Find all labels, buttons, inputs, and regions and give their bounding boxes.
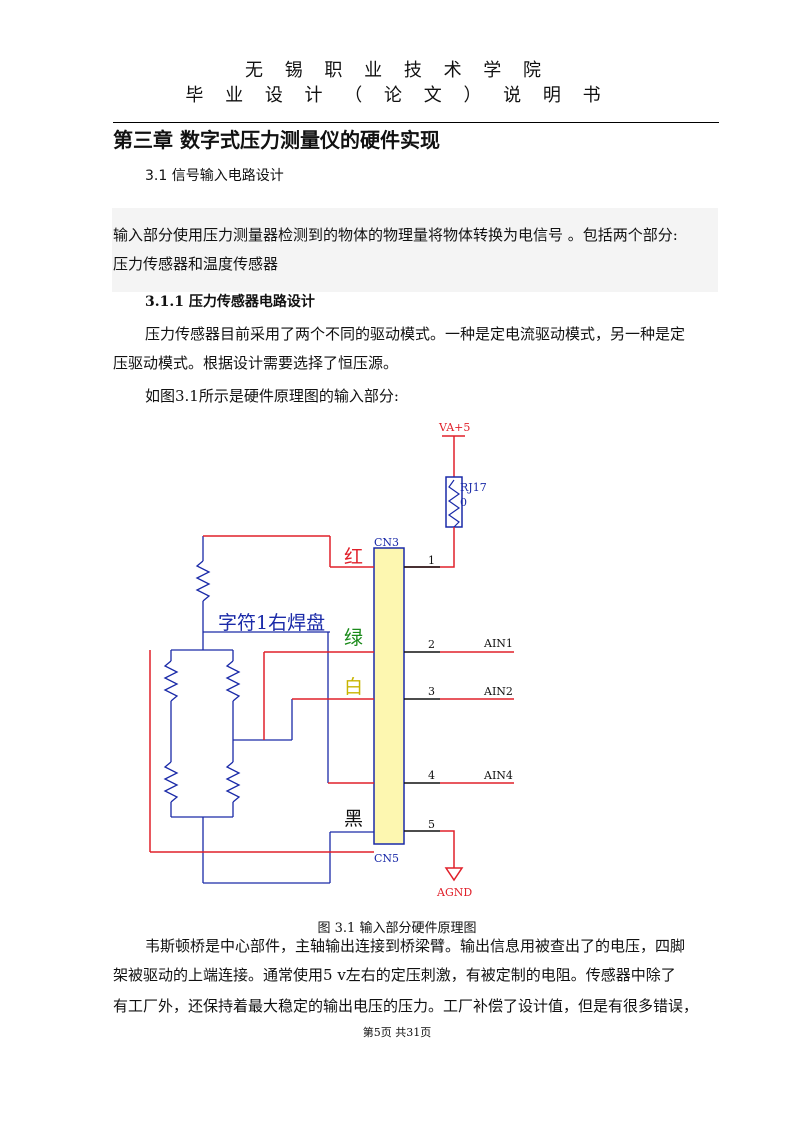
wire-black-label: 黑 [344,808,363,830]
para1-line-2: 压驱动模式。根据设计需要选择了恒压源。 [113,354,399,372]
intro-line-1: 输入部分使用压力测量器检测到的物体的物理量将物体转换为电信号 。包括两个部分: [113,226,678,244]
para2: 如图3.1所示是硬件原理图的输入部分: [145,387,399,405]
ground-label: AGND [436,886,472,899]
resistor-label: RJ17 [460,481,487,494]
pin-4-label: 4 [428,769,435,782]
ain2-label: AIN2 [483,685,513,698]
intro-block [112,208,718,292]
para3-line-3: 有工厂外，还保持着最大稳定的输出电压的压力。工厂补偿了设计值，但是有很多错误， [113,997,699,1015]
connector-body [373,547,405,845]
pin-3-label: 3 [428,685,435,698]
ain4-label: AIN4 [483,769,513,782]
power-label: VA+5 [438,421,470,434]
section-title: 3.1 信号输入电路设计 [145,168,284,184]
annotation-label: 字符1右焊盘 [218,612,325,634]
page-footer: 第5页 共31页 [362,1026,432,1039]
figure-caption: 图 3.1 输入部分硬件原理图 [317,921,477,936]
bridge-network [163,536,374,884]
header-rule [113,122,719,123]
ground-symbol [444,867,464,882]
intro-line-2: 压力传感器和温度传感器 [113,255,279,273]
resistor-value: 0 [460,496,467,509]
connector-bottom-label: CN5 [374,852,399,865]
chapter-title: 第三章 数字式压力测量仪的硬件实现 [113,128,440,152]
para3-line-2: 架被驱动的上端连接。通常使用5 v左右的定压刺激，有被定制的电阻。传感器中除了 [113,966,676,984]
pin-5-label: 5 [428,818,435,831]
para1-line-1: 压力传感器目前采用了两个不同的驱动模式。一种是定电流驱动模式，另一种是定 [145,325,686,343]
wire-red-label: 红 [344,546,363,568]
subsection-title: 3.1.1 压力传感器电路设计 [145,294,315,310]
pin-1-label: 1 [428,554,435,567]
red-wiring [149,535,374,853]
para3-line-1: 韦斯顿桥是中心部件，主轴输出连接到桥梁臂。输出信息用被查出了的电压，四脚 [145,937,686,955]
wire-white-label: 白 [344,676,363,698]
wire-green-label: 绿 [344,627,363,649]
school-name: 无 锡 职 业 技 术 学 院 [244,60,550,81]
ain1-label: AIN1 [483,637,513,650]
connector-top-label: CN3 [374,536,399,549]
pin-2-label: 2 [428,638,435,651]
document-type: 毕 业 设 计 （ 论 文 ） 说 明 书 [185,85,609,106]
